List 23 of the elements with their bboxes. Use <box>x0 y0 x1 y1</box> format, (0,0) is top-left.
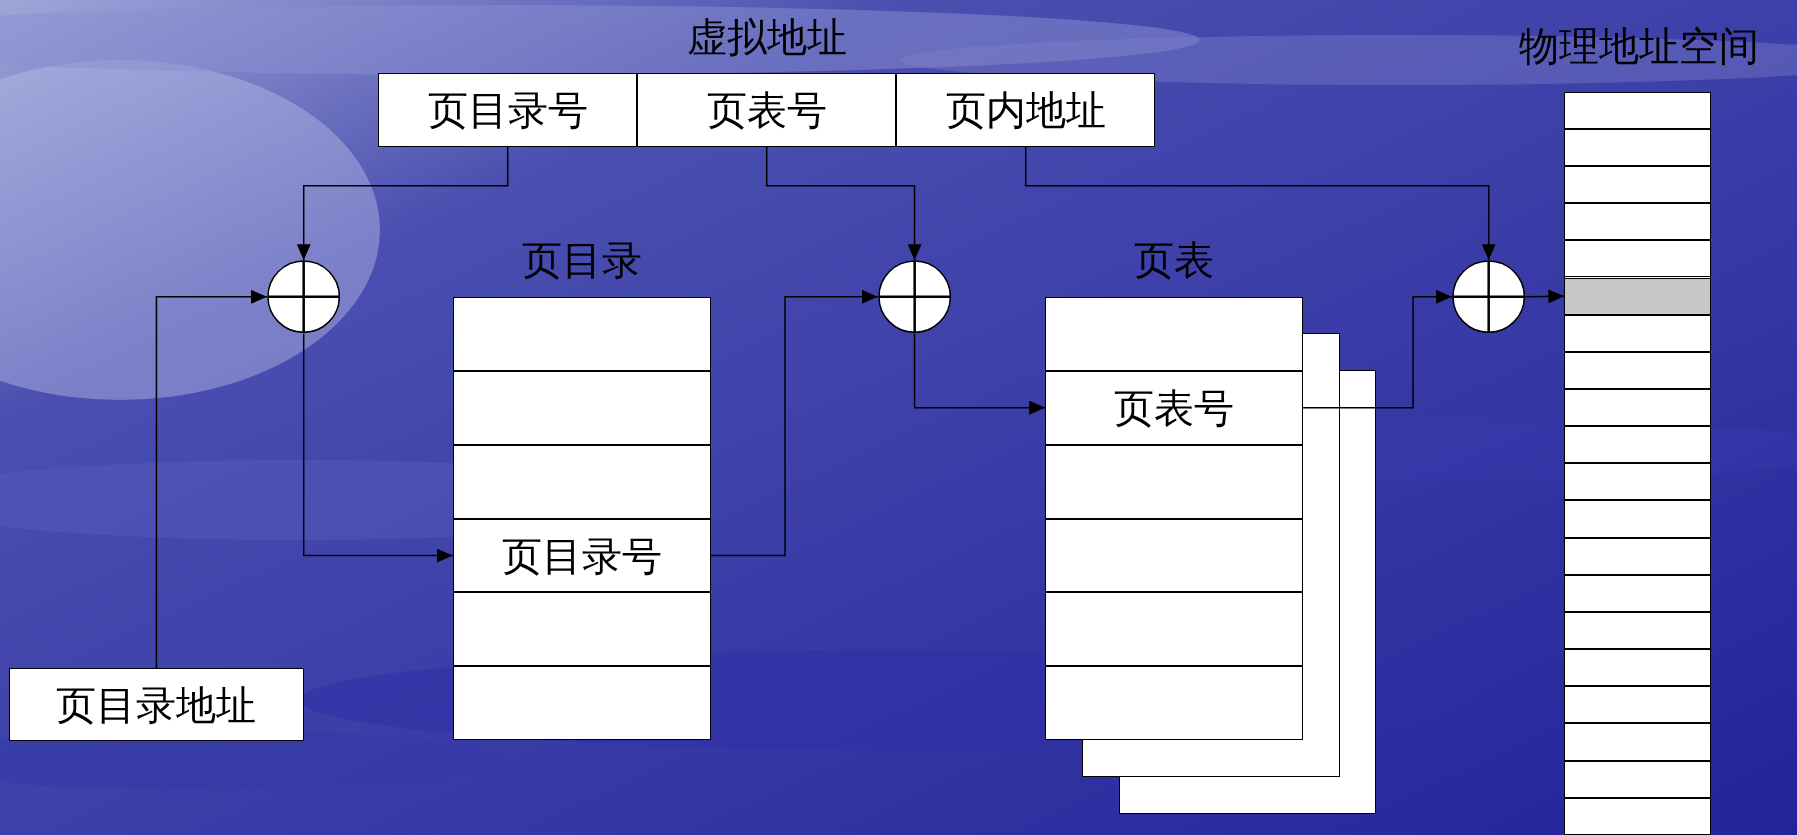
arrow <box>1024 145 1496 261</box>
arrow <box>296 145 509 261</box>
address-field: 页目录号 <box>378 73 638 147</box>
heading: 虚拟地址 <box>685 13 848 63</box>
table-entry: 页表号 <box>1045 370 1304 445</box>
heading: 页表 <box>1133 235 1216 285</box>
highlighted-row <box>1564 277 1711 315</box>
address-register: 页目录地址 <box>9 668 304 742</box>
arrow <box>913 332 1046 415</box>
arrow <box>302 332 454 563</box>
heading: 页目录 <box>520 235 643 285</box>
arrow <box>709 289 879 557</box>
arrow <box>155 289 268 669</box>
adder-circle <box>267 260 341 334</box>
arrow <box>765 145 922 261</box>
adder-circle <box>877 260 952 334</box>
arrow <box>1524 289 1566 304</box>
table-entry: 页目录号 <box>452 518 711 593</box>
address-field: 页内地址 <box>896 73 1156 147</box>
address-field: 页表号 <box>637 73 897 147</box>
heading: 物理地址空间 <box>1517 22 1760 72</box>
adder-circle <box>1452 260 1526 334</box>
arrow <box>1302 289 1453 409</box>
